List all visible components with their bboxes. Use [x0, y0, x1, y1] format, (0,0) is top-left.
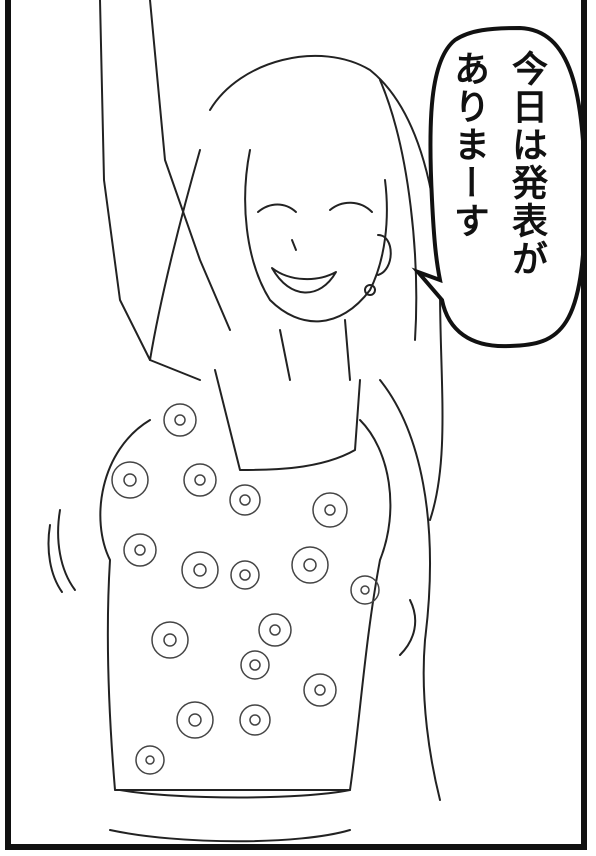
raised-arm-outline [99, 0, 201, 381]
panel-border [5, 0, 587, 850]
speech-bubble [411, 25, 588, 349]
hair-outline [209, 54, 444, 521]
floral-pattern [111, 403, 380, 775]
tank-top-neckline [214, 369, 361, 471]
closed-eye-left [257, 203, 297, 213]
speech-line-1: 今日は発表が [506, 50, 547, 278]
speech-bubble-text: 今日は発表が ありまーす [446, 50, 586, 360]
smiling-mouth [271, 267, 337, 294]
closed-eye-right [329, 201, 373, 213]
face-outline [244, 149, 388, 323]
tank-top-outline [99, 419, 392, 791]
speech-line-2: ありまーす [448, 50, 489, 240]
